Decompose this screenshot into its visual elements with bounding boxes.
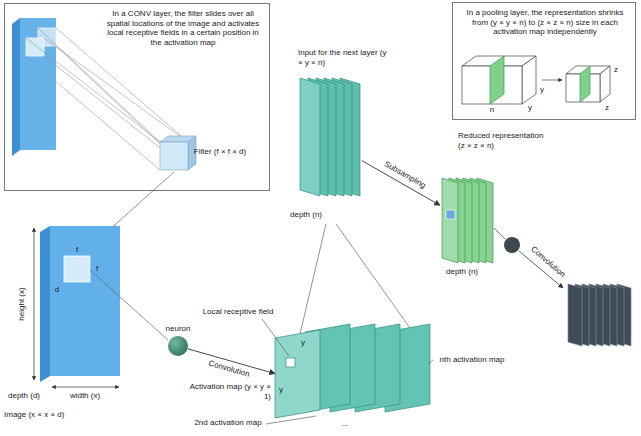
dimension-arrows	[34, 228, 119, 387]
image-slab	[50, 226, 120, 376]
feature-map-plates	[275, 78, 631, 418]
dimension-arrows	[52, 387, 119, 388]
filter-cube	[160, 142, 188, 170]
callout-box: In a CONV layer, the filter slides over …	[4, 3, 270, 191]
pooling-cuboids	[542, 80, 562, 81]
plate	[568, 284, 582, 346]
neuron-2	[494, 228, 563, 288]
pooling-cuboids	[600, 66, 610, 102]
dimension-arrows	[34, 228, 35, 380]
node-text: neuron	[154, 324, 202, 334]
pooling-cuboids	[522, 56, 536, 104]
pooling-cuboids	[490, 56, 504, 104]
callout-slab	[20, 18, 56, 150]
diagram-label: z	[614, 65, 618, 75]
projection-lines	[26, 28, 188, 170]
pooling-cuboids	[580, 66, 590, 102]
image-slab	[40, 226, 50, 382]
diagram-label: y	[540, 85, 544, 95]
diagram-label: f	[76, 245, 78, 255]
plate	[275, 330, 320, 418]
diagram-label: z	[605, 103, 609, 113]
activation-map: Activation map (y × y × 1)	[275, 338, 323, 423]
diagram-label: width (x)	[70, 391, 100, 401]
diagram-label: ...	[342, 419, 349, 429]
edge-label: Convolution	[208, 359, 251, 380]
image-slab	[64, 256, 90, 282]
neuron-leader	[90, 270, 168, 340]
map-leaders	[262, 319, 289, 356]
plate	[442, 178, 458, 263]
feature-stack: Input for the next layer (y × y × n)	[300, 76, 362, 210]
receptive-field-square	[286, 358, 295, 367]
projection-lines	[38, 28, 160, 142]
projection-lines	[44, 56, 188, 170]
edge-label: Subsampling	[383, 160, 428, 191]
diagram-label: f	[96, 264, 98, 274]
node-text: Activation map (y × y × 1)	[183, 382, 271, 401]
reduced-stack: Reduced representation (z × z × n)	[440, 175, 495, 267]
diagram-label: depth (n)	[446, 267, 478, 277]
pooled-square	[446, 210, 455, 219]
diagram-label: depth (n)	[290, 210, 322, 220]
diagram-label: y	[301, 338, 305, 348]
pooling-cuboids	[462, 56, 610, 104]
diagram-label: height (x)	[17, 287, 27, 320]
filter-cube	[160, 136, 196, 170]
diagram-label: n	[490, 105, 494, 115]
callout-box: In a pooling layer, the representation s…	[452, 2, 636, 120]
map-leaders	[262, 224, 433, 424]
projection-lines	[26, 38, 160, 142]
callout-slab	[26, 38, 44, 56]
diagram-label: y	[528, 103, 532, 113]
projection-lines	[56, 46, 188, 170]
neuron-circle: neuron	[168, 336, 188, 356]
diagram-label: y	[279, 385, 283, 395]
image-block: Image (x × x × d)	[40, 225, 120, 385]
node-text: In a CONV layer, the filter slides over …	[101, 9, 265, 47]
node-text: Input for the next layer (y × y × n)	[298, 48, 390, 67]
diagram-label: nth activation map	[440, 355, 505, 365]
map-leaders	[300, 224, 326, 334]
diagram-label: Filter (f × f × d)	[192, 147, 248, 157]
projection-lines	[26, 56, 160, 170]
neuron-2	[494, 228, 505, 239]
diagram-label: 2nd activation map	[194, 418, 261, 428]
diagram-label: Convolution	[529, 245, 567, 280]
neuron-leader	[90, 270, 168, 340]
image-slab	[40, 226, 120, 382]
plate	[300, 78, 320, 196]
node-text: Reduced representation (z × z × n)	[458, 131, 550, 150]
callout-slab	[12, 18, 20, 156]
map-leaders	[266, 416, 316, 424]
diagram-label: d	[55, 285, 59, 295]
map-leaders	[428, 360, 433, 364]
neuron-2	[504, 237, 520, 253]
map-leaders	[336, 224, 410, 328]
node-text: Image (x × x × d)	[4, 410, 124, 420]
node-text: In a pooling layer, the representation s…	[459, 8, 631, 37]
diagram-label: Local receptive field	[203, 307, 274, 317]
diagram-label: depth (d)	[8, 391, 40, 401]
